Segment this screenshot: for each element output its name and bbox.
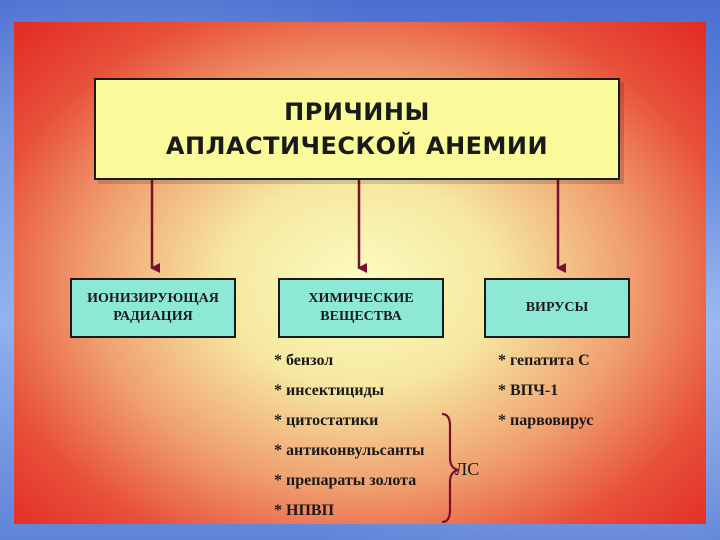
list-item: * антиконвульсанты [274, 436, 425, 466]
list-item: * бензол [274, 346, 425, 376]
list-item: * препараты золота [274, 466, 425, 496]
list-item: * цитостатики [274, 406, 425, 436]
chemicals-list: * бензол * инсектициды * цитостатики * а… [274, 346, 425, 524]
category-box-chemicals: ХИМИЧЕСКИЕ ВЕЩЕСТВА [278, 278, 444, 338]
slide-panel: ПРИЧИНЫ АПЛАСТИЧЕСКОЙ АНЕМИИ ИОНИЗИРУЮЩА… [14, 22, 706, 524]
list-item: * гепатита С [498, 346, 593, 376]
title-box: ПРИЧИНЫ АПЛАСТИЧЕСКОЙ АНЕМИИ [94, 78, 620, 180]
category-label-line1: ИОНИЗИРУЮЩАЯ [87, 290, 219, 308]
list-item: * парвовирус [498, 406, 593, 436]
title-line-1: ПРИЧИНЫ [284, 95, 430, 129]
category-box-radiation: ИОНИЗИРУЮЩАЯ РАДИАЦИЯ [70, 278, 236, 338]
list-item: * ВПЧ-1 [498, 376, 593, 406]
category-label-line1: ВИРУСЫ [526, 299, 589, 317]
title-line-2: АПЛАСТИЧЕСКОЙ АНЕМИИ [166, 129, 548, 163]
category-box-viruses: ВИРУСЫ [484, 278, 630, 338]
viruses-list: * гепатита С * ВПЧ-1 * парвовирус [498, 346, 593, 436]
bracket-label: ЛС [455, 459, 479, 480]
category-label-line2: ВЕЩЕСТВА [320, 308, 401, 326]
list-item: * инсектициды [274, 376, 425, 406]
list-item: * НПВП [274, 496, 425, 524]
category-label-line1: ХИМИЧЕСКИЕ [308, 290, 413, 308]
category-label-line2: РАДИАЦИЯ [113, 308, 192, 326]
